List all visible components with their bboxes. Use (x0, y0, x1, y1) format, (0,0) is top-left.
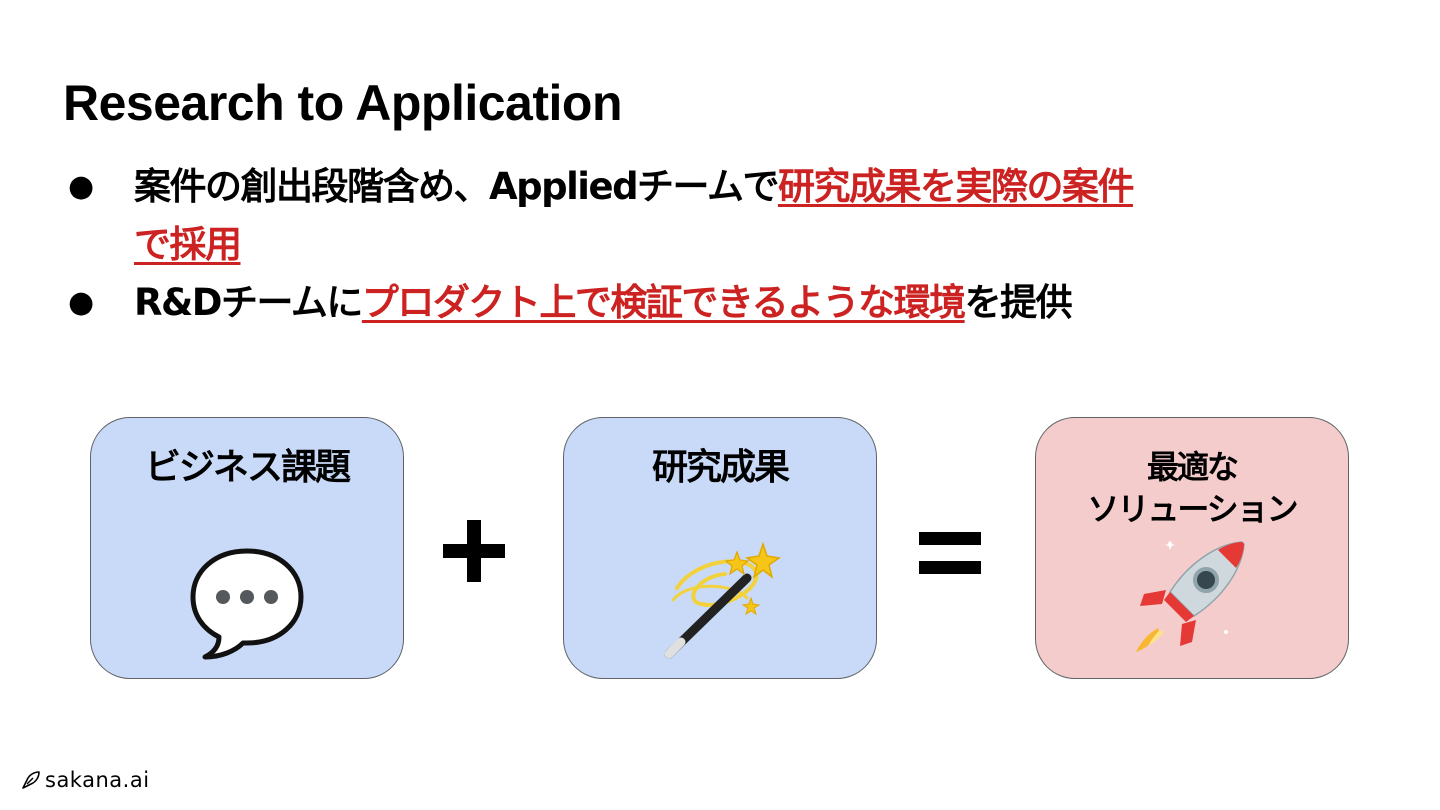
card-business-problem: ビジネス課題 (90, 417, 404, 679)
bullet-highlight: プロダクト上で検証できるような環境 (361, 281, 966, 324)
card-title: ビジネス課題 (144, 447, 351, 488)
card-title: 研究成果 (651, 447, 790, 488)
magic-wand-icon (664, 541, 781, 659)
bullet-highlight: 研究成果を実際の案件 (777, 165, 1135, 208)
bullet-item: ● R&Dチームにプロダクト上で検証できるような環境を提供 (68, 274, 1368, 332)
card-title: 最適な ソリューション (1036, 446, 1348, 530)
bullet-dot: ● (68, 169, 95, 204)
fish-logo-icon (22, 771, 40, 789)
card-title-line: 最適な (1146, 448, 1239, 486)
bullet-list: ● 案件の創出段階含め、Appliedチームで研究成果を実際の案件 で採用 ● … (68, 158, 1368, 332)
plus-icon (443, 520, 505, 582)
bullet-highlight: で採用 (134, 223, 242, 266)
card-research-results: 研究成果 (563, 417, 877, 679)
equals-icon (919, 532, 981, 574)
card-optimal-solution: 最適な ソリューション (1035, 417, 1349, 679)
bullet-text: 案件の創出段階含め、Appliedチームで (134, 165, 779, 208)
bullet-dot: ● (68, 285, 95, 320)
rocket-icon (1136, 540, 1245, 652)
logo-text: sakana.ai (45, 768, 150, 792)
bullet-item: ● 案件の創出段階含め、Appliedチームで研究成果を実際の案件 で採用 (68, 158, 1368, 274)
bullet-text: を提供 (964, 281, 1073, 324)
slide-title: Research to Application (63, 75, 622, 131)
card-title-line: ソリューション (1087, 490, 1298, 528)
speech-balloon-icon (190, 548, 304, 660)
sakana-logo: sakana.ai (21, 766, 150, 794)
bullet-text: R&Dチームに (134, 281, 363, 324)
